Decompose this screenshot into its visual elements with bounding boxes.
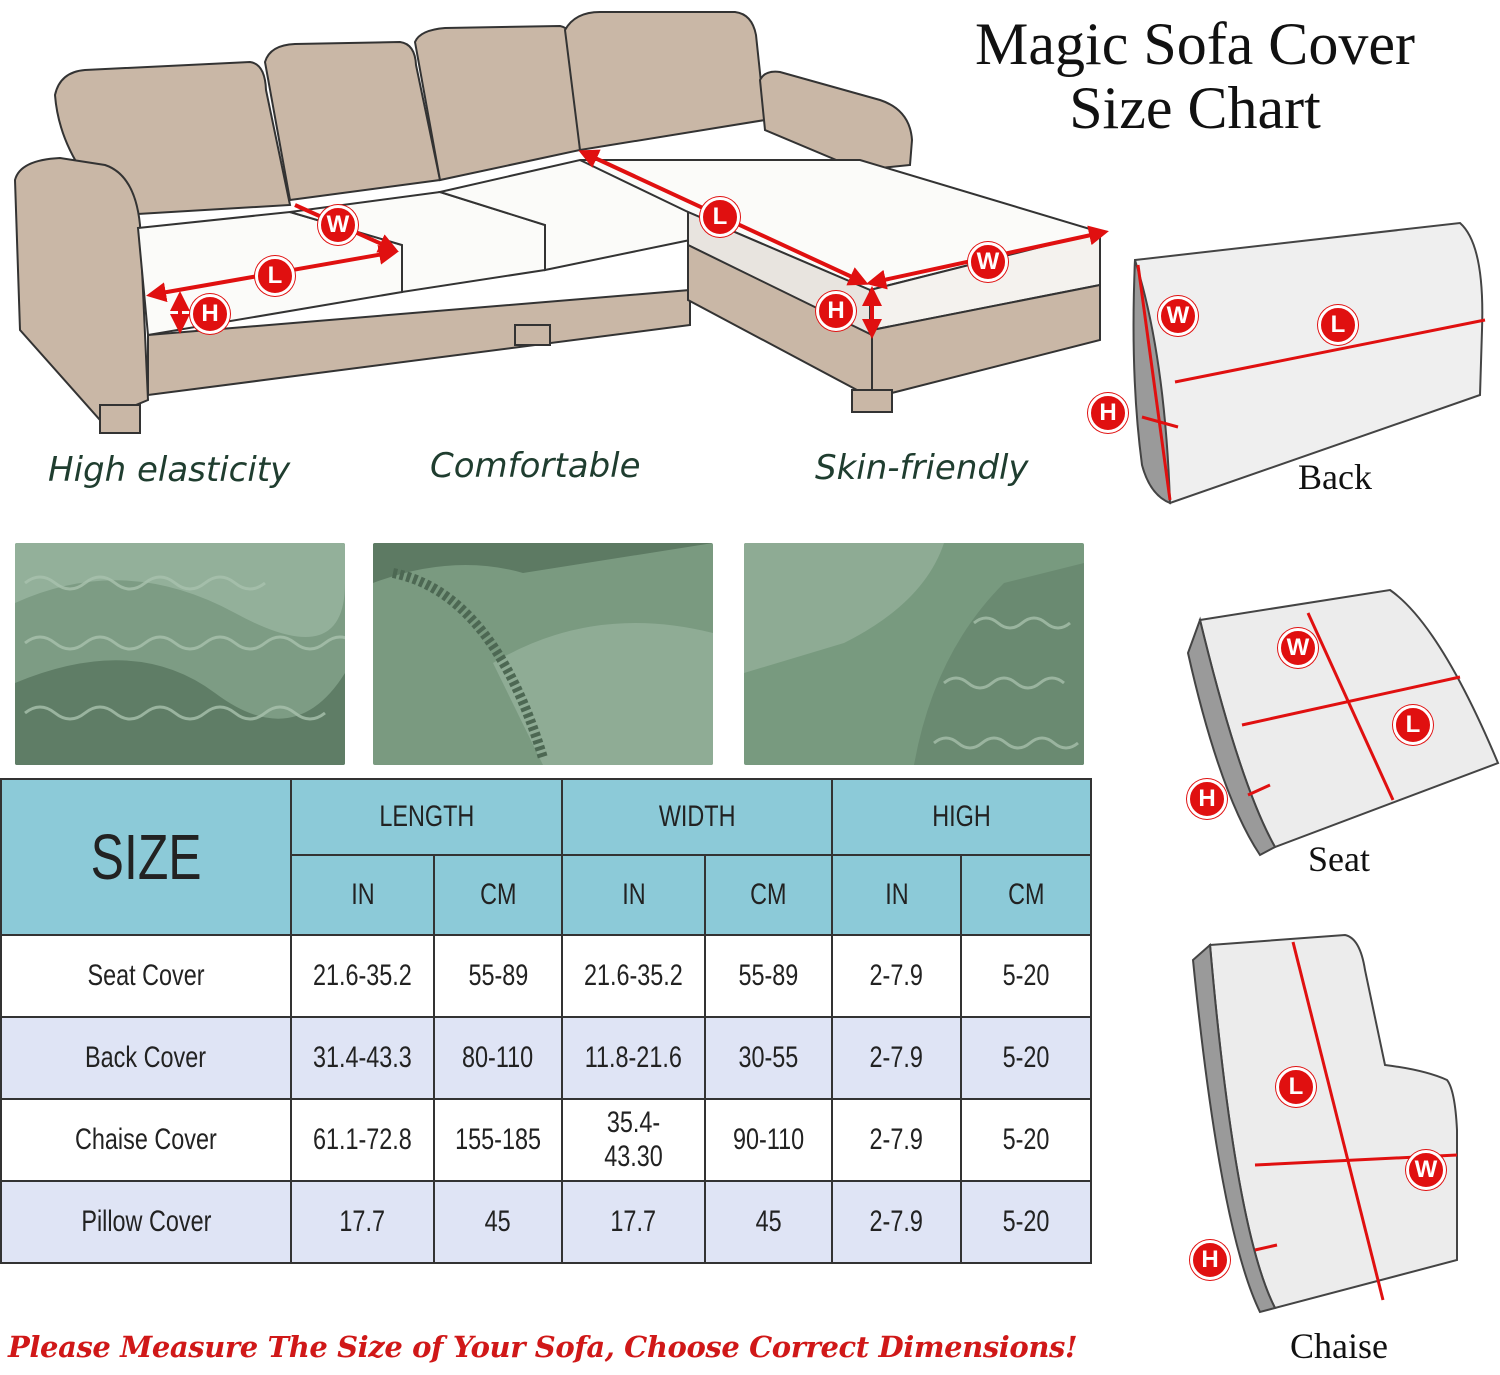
unit-header: IN (561, 854, 706, 936)
table-cell: 45 (433, 1180, 563, 1264)
row-name: Seat Cover (0, 934, 292, 1018)
table-cell: 80-110 (433, 1016, 563, 1100)
table-cell: 2-7.9 (831, 934, 962, 1018)
table-cell: 5-20 (960, 1098, 1092, 1182)
title-line-1: Magic Sofa Cover (975, 11, 1415, 77)
table-cell: 2-7.9 (831, 1180, 962, 1264)
table-cell: 155-185 (433, 1098, 563, 1182)
back-cushions (53, 11, 767, 217)
table-cell: 90-110 (704, 1098, 833, 1182)
fabric-photo-2 (373, 543, 713, 765)
table-row: Back Cover 31.4-43.3 80-110 11.8-21.6 30… (0, 1016, 1092, 1100)
chaise-length-marker: L (700, 197, 740, 237)
back-width-marker: W (1158, 296, 1198, 336)
width-header: WIDTH (561, 778, 833, 856)
row-name: Chaise Cover (0, 1098, 292, 1182)
table-cell: 55-89 (704, 934, 833, 1018)
unit-header: CM (704, 854, 833, 936)
seat-height-marker: H (1187, 779, 1227, 819)
table-cell: 30-55 (704, 1016, 833, 1100)
sofa-illustration (13, 11, 1109, 434)
size-chart-table: SIZE LENGTH WIDTH HIGH IN CM IN CM IN CM… (0, 778, 1092, 1264)
table-cell: 61.1-72.8 (290, 1098, 435, 1182)
seat-length-marker: L (1393, 705, 1433, 745)
row-name: Back Cover (0, 1016, 292, 1100)
table-cell: 5-20 (960, 1016, 1092, 1100)
feature-comfortable: Comfortable (430, 446, 641, 486)
length-header: LENGTH (290, 778, 563, 856)
table-cell: 5-20 (960, 934, 1092, 1018)
chaise-part-height-marker: H (1190, 1240, 1230, 1280)
row-name: Pillow Cover (0, 1180, 292, 1264)
table-row: Pillow Cover 17.7 45 17.7 45 2-7.9 5-20 (0, 1180, 1092, 1264)
feature-skin-friendly: Skin-friendly (815, 448, 1029, 488)
table-cell: 21.6-35.2 (290, 934, 435, 1018)
unit-header: CM (960, 854, 1092, 936)
sofa-length-marker: L (255, 256, 295, 296)
chaise-part-length-marker: L (1276, 1067, 1316, 1107)
size-header: SIZE (0, 778, 292, 936)
table-row: Seat Cover 21.6-35.2 55-89 21.6-35.2 55-… (0, 934, 1092, 1018)
unit-header: IN (831, 854, 962, 936)
back-height-marker: H (1088, 393, 1128, 433)
table-cell: 2-7.9 (831, 1098, 962, 1182)
seat-cushion-diagram (1186, 588, 1500, 857)
unit-header: IN (290, 854, 435, 936)
left-arm (13, 156, 150, 422)
right-arm (758, 70, 914, 172)
sofa-base (147, 288, 691, 397)
table-cell: 17.7 (290, 1180, 435, 1264)
chaise-label: Chaise (1290, 1326, 1388, 1366)
fabric-photo-3 (744, 543, 1084, 765)
table-cell: 5-20 (960, 1180, 1092, 1264)
fabric-photo-1 (15, 543, 345, 765)
table-row: Chaise Cover 61.1-72.8 155-185 35.4-43.3… (0, 1098, 1092, 1182)
title-line-2: Size Chart (1069, 75, 1321, 141)
chaise-width-marker: W (968, 242, 1008, 282)
chaise-part-width-marker: W (1406, 1150, 1446, 1190)
table-cell: 11.8-21.6 (561, 1016, 706, 1100)
chaise-cushion-diagram (1191, 933, 1458, 1314)
table-cell: 35.4-43.30 (561, 1098, 706, 1182)
seat-width-marker: W (1278, 628, 1318, 668)
chaise-height-marker: H (816, 291, 856, 331)
unit-header: CM (433, 854, 563, 936)
sofa-height-marker: H (190, 294, 230, 334)
back-label: Back (1298, 457, 1372, 497)
table-cell: 31.4-43.3 (290, 1016, 435, 1100)
back-length-marker: L (1318, 305, 1358, 345)
table-cell: 45 (704, 1180, 833, 1264)
high-header: HIGH (831, 778, 1092, 856)
table-cell: 17.7 (561, 1180, 706, 1264)
table-cell: 2-7.9 (831, 1016, 962, 1100)
back-cushion-diagram (1132, 221, 1486, 505)
sofa-width-marker: W (318, 205, 358, 245)
table-cell: 55-89 (433, 934, 563, 1018)
feature-high-elasticity: High elasticity (48, 450, 291, 490)
seat-label: Seat (1308, 839, 1370, 879)
table-cell: 21.6-35.2 (561, 934, 706, 1018)
page-title: Magic Sofa Cover Size Chart (905, 12, 1485, 140)
measure-notice: Please Measure The Size of Your Sofa, Ch… (8, 1330, 1078, 1364)
